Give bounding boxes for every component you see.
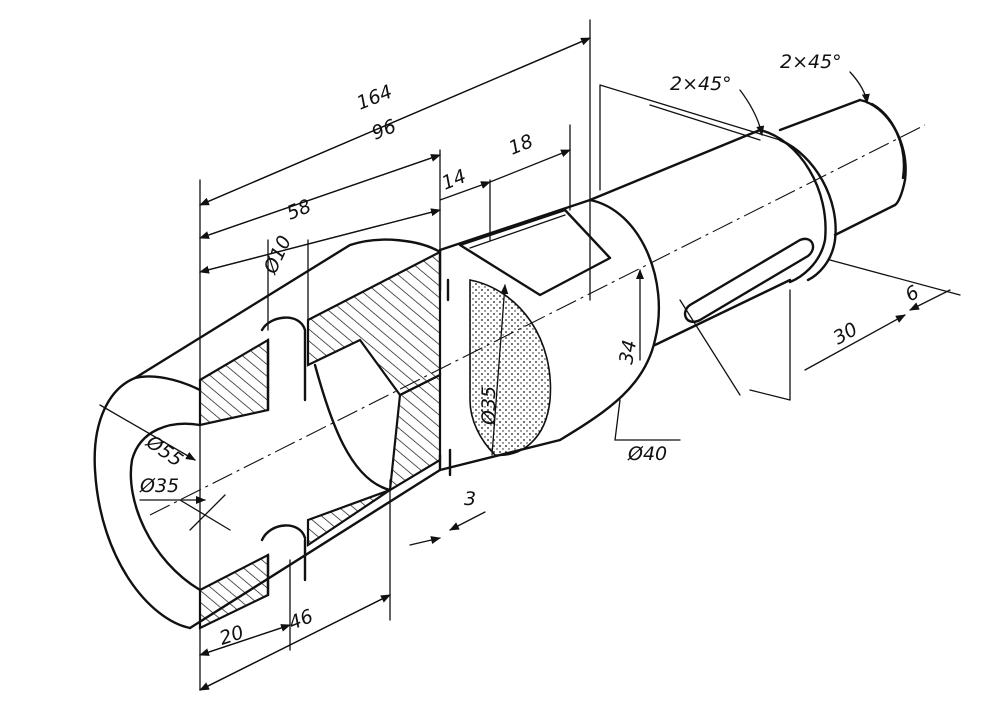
dim-3: 3 <box>464 488 476 510</box>
hatch-lower-left <box>198 553 270 630</box>
flat-window <box>458 208 612 297</box>
end-face-outer <box>93 375 202 630</box>
dim-hole-dia: Ø10 <box>259 232 296 278</box>
pin-top <box>778 98 862 132</box>
dim-18: 18 <box>506 130 537 159</box>
dim-30: 30 <box>830 318 862 349</box>
hatch-upper-left <box>198 338 270 427</box>
pin-end <box>858 98 907 207</box>
dim-34: 34 <box>615 338 641 366</box>
hole-lower <box>260 524 307 597</box>
shaft-body <box>93 98 907 630</box>
dim-96: 96 <box>369 115 400 144</box>
centre-cross <box>179 494 231 531</box>
dim-14: 14 <box>439 165 470 194</box>
body-top-edge <box>438 198 592 252</box>
bore-curve <box>313 363 392 492</box>
pin-bottom <box>833 203 897 237</box>
shaft-top-edge <box>588 128 762 202</box>
main-axis <box>149 124 926 516</box>
dim-section-dia: Ø35 <box>478 386 500 426</box>
dim-chamfer-2: 2×45° <box>780 51 842 73</box>
dimension-lines <box>99 19 961 691</box>
section-view <box>149 124 926 630</box>
end-face-bore <box>129 422 202 592</box>
dim-body-dia: Ø40 <box>627 443 667 465</box>
hatch-lower-mid <box>306 373 442 548</box>
dotted-section <box>469 279 552 457</box>
dim-20: 20 <box>217 621 247 649</box>
top-generatrix <box>133 238 442 380</box>
dim-6: 6 <box>902 281 923 306</box>
dim-164: 164 <box>354 81 396 115</box>
dim-bore-dia: Ø35 <box>139 475 179 497</box>
keyway-slot <box>683 237 815 323</box>
collar-back <box>778 138 837 282</box>
dim-outer-dia: Ø55 <box>141 431 186 472</box>
body-end-curve <box>558 198 660 442</box>
shaft-bottom-edge <box>653 278 792 347</box>
hatch-upper-mid <box>306 250 442 397</box>
dim-chamfer-1: 2×45° <box>670 73 732 95</box>
groove <box>438 248 452 477</box>
hole-upper <box>260 316 307 412</box>
pin-chamfer <box>870 102 906 180</box>
